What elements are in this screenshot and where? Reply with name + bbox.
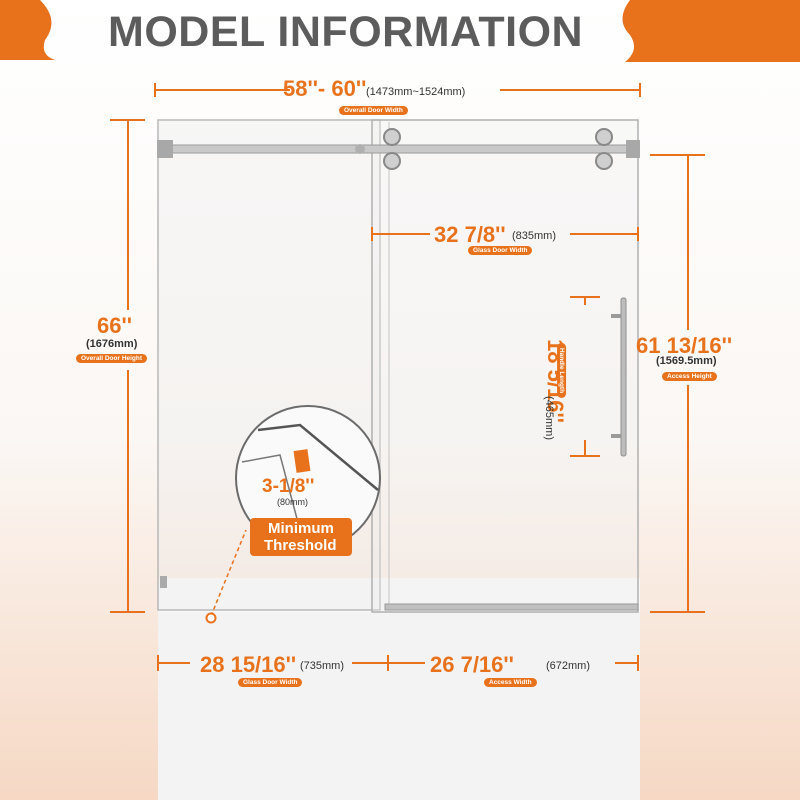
handle-length-label: Handle Length — [557, 342, 567, 399]
sliding-rail — [159, 144, 639, 154]
callout-anchor-dot — [205, 612, 217, 624]
glass-width-bottom-value: 28 15/16'' — [200, 652, 297, 677]
glass-width-bottom-mm: (735mm) — [300, 660, 345, 672]
callout-leader-line — [210, 529, 247, 617]
roller-wheel-icon — [595, 128, 613, 146]
bottom-guide-rail — [384, 603, 639, 611]
glass-width-top-mm: (835mm) — [512, 230, 557, 242]
overall-height-mm: (1676mm) — [86, 338, 138, 350]
access-width-value: 26 7/16'' — [430, 652, 514, 677]
glass-width-bottom-label: Glass Door Width — [238, 678, 303, 687]
rail-end-bracket-left — [157, 140, 173, 158]
overall-width-mm: (1473mm~1524mm) — [366, 86, 466, 98]
handle-length-mm: (465mm) — [543, 395, 556, 441]
overall-height-value: 66'' — [97, 313, 132, 338]
handle-mount-top — [611, 314, 621, 318]
rail-connector — [355, 144, 365, 154]
roller-wheel-icon — [383, 152, 401, 170]
glass-width-top-label: Glass Door Width — [468, 246, 533, 255]
top-left-corner-decoration — [0, 0, 55, 60]
threshold-label-line2: Threshold — [264, 537, 337, 554]
rail-end-bracket-right — [626, 140, 640, 158]
door-handle — [620, 297, 627, 457]
glass-width-top-value: 32 7/8'' — [434, 222, 506, 247]
top-right-corner-decoration — [622, 0, 800, 62]
threshold-mm: (80mm) — [277, 497, 308, 507]
overall-width-value: 58''- 60'' — [283, 76, 367, 101]
access-width-mm: (672mm) — [546, 660, 591, 672]
access-height-mm: (1569.5mm) — [656, 355, 717, 367]
access-width-label: Access Width — [484, 678, 537, 687]
overall-height-label: Overall Door Height — [76, 354, 148, 363]
handle-mount-bottom — [611, 434, 621, 438]
roller-wheel-icon — [383, 128, 401, 146]
threshold-label-line1: Minimum — [268, 520, 334, 537]
wall-hinge-bracket — [160, 576, 167, 588]
threshold-value: 3-1/8'' — [262, 476, 315, 497]
access-height-value: 61 13/16'' — [636, 333, 733, 358]
page-title: MODEL INFORMATION — [108, 8, 584, 56]
overall-width-label: Overall Door Width — [339, 106, 408, 115]
bathtub — [158, 580, 640, 800]
threshold-callout — [235, 405, 381, 556]
access-height-label: Access Height — [662, 372, 717, 381]
dimension-lines — [110, 83, 705, 671]
roller-wheel-icon — [595, 152, 613, 170]
sliding-glass-panel — [371, 119, 639, 613]
